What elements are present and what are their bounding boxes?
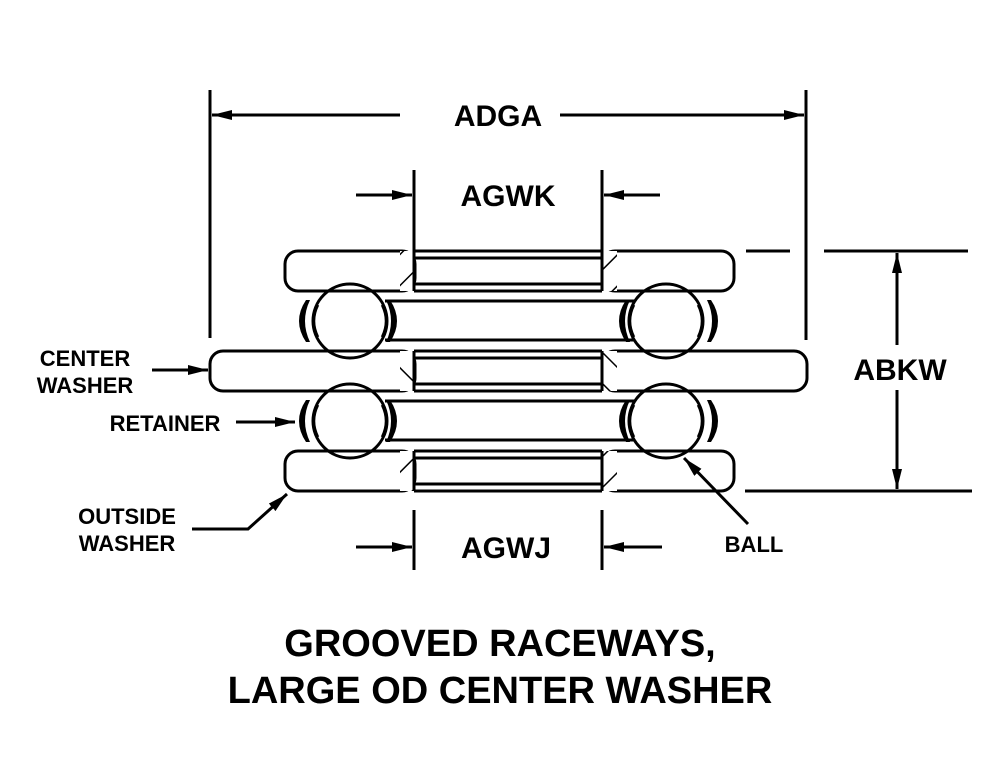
outside-washer-label-line2: WASHER <box>79 531 176 556</box>
callout-retainer: RETAINER <box>110 411 295 436</box>
agwj-label: AGWJ <box>461 532 551 565</box>
center-washer <box>208 349 809 393</box>
bottom-outside-washer <box>283 449 736 493</box>
adga-label: ADGA <box>454 100 542 133</box>
outside-washer-leader <box>192 492 289 531</box>
abkw-label: ABKW <box>853 354 947 387</box>
dimension-agwj: AGWJ <box>356 510 662 570</box>
bearing-assembly <box>208 249 809 493</box>
ball-label: BALL <box>725 532 784 557</box>
retainer-bottom <box>385 399 635 442</box>
ball-top-right <box>627 282 705 360</box>
outside-washer-label-line1: OUTSIDE <box>78 504 176 529</box>
dimension-adga: ADGA <box>208 90 808 340</box>
callout-ball: BALL <box>682 456 784 557</box>
retainer-label: RETAINER <box>110 411 221 436</box>
ball-top-left <box>311 282 389 360</box>
center-washer-label-line2: WASHER <box>37 373 134 398</box>
retainer-crescents <box>299 300 718 442</box>
center-washer-label-line1: CENTER <box>40 346 131 371</box>
top-outside-washer <box>283 249 736 293</box>
title-line2: LARGE OD CENTER WASHER <box>228 670 773 712</box>
agwk-label: AGWK <box>461 180 556 213</box>
ball-bottom-right <box>627 382 705 460</box>
callout-center-washer: CENTER WASHER <box>37 346 208 398</box>
ball-bottom-left <box>311 382 389 460</box>
title-line1: GROOVED RACEWAYS, <box>284 623 715 665</box>
retainer-top <box>385 299 635 342</box>
callout-outside-washer: OUTSIDE WASHER <box>78 492 289 556</box>
dimension-agwk: AGWK <box>356 170 660 252</box>
balls <box>311 282 705 460</box>
dimension-abkw: ABKW <box>745 249 972 493</box>
ball-leader <box>682 456 750 526</box>
